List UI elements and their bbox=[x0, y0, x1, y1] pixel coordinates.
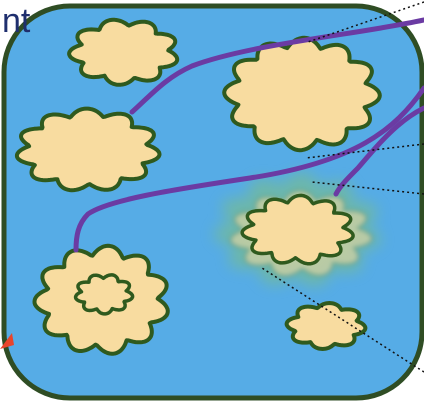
leader-center-cloud bbox=[311, 181, 424, 195]
cloud-bottom-left-inner bbox=[73, 273, 135, 316]
cloud-right-body bbox=[222, 35, 382, 153]
clouds-layer bbox=[14, 17, 382, 356]
partial-heading-text: nt bbox=[2, 2, 31, 40]
line-to-center-cloud bbox=[333, 105, 424, 197]
line-to-left-cloud bbox=[129, 17, 424, 115]
line-to-bottom-left-cloud bbox=[73, 85, 424, 253]
leader-bottom bbox=[261, 267, 424, 373]
cloud-small bbox=[284, 301, 368, 351]
leader-top bbox=[307, 1, 424, 43]
connector-lines-layer bbox=[73, 17, 424, 253]
cloud-left bbox=[14, 106, 162, 193]
cloud-top-left-body bbox=[67, 17, 180, 87]
cloud-small-body bbox=[284, 301, 368, 351]
cloud-top-left bbox=[67, 17, 180, 87]
cloud-center bbox=[213, 172, 381, 287]
cloud-center-body bbox=[240, 193, 355, 266]
callout-leaders-layer bbox=[261, 1, 424, 373]
cloud-bottom-left bbox=[32, 243, 170, 356]
cloud-right bbox=[222, 35, 382, 153]
red-arrow-icon bbox=[0, 333, 14, 349]
cloud-left-body bbox=[14, 106, 162, 193]
